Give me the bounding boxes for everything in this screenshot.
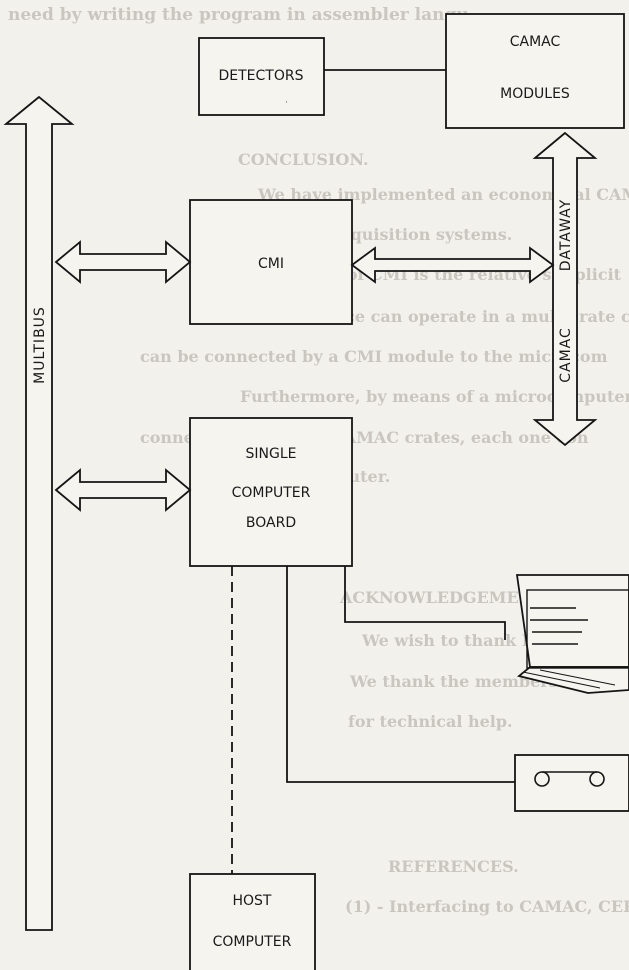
small-mark: ·: [285, 98, 288, 108]
multibus-cmi-arrow: [54, 240, 192, 284]
bg-line-14: for technical help.: [348, 712, 513, 731]
host-label-1: HOST: [233, 893, 272, 909]
scb-label-2: COMPUTER: [232, 485, 311, 501]
bg-line-7: can be connected by a CMI module to the …: [140, 347, 608, 366]
bg-line-16: (1) - Interfacing to CAMAC, CERN-NP CAMA…: [345, 897, 629, 916]
single-computer-board-block: SINGLE COMPUTER BOARD: [189, 417, 353, 567]
terminal-icon: [515, 574, 629, 694]
cassette-icon: [514, 754, 629, 812]
dataway-label: DATAWAY: [558, 199, 574, 271]
multibus-label: MULTIBUS: [32, 306, 48, 384]
camac-modules-label-1: CAMAC: [510, 34, 561, 50]
camac-modules-label-2: MODULES: [500, 86, 570, 102]
scb-label-1: SINGLE: [246, 446, 297, 462]
host-label-2: COMPUTER: [213, 934, 292, 950]
bg-line-15: REFERENCES.: [388, 857, 519, 876]
bg-line-2: CONCLUSION.: [238, 150, 369, 169]
bg-line-8: Furthermore, by means of a microcomputer: [240, 387, 629, 406]
bg-line-11: ACKNOWLEDGEMENTS.: [339, 588, 562, 607]
multibus-scb-arrow: [54, 468, 192, 512]
terminal-link: [344, 566, 506, 640]
multibus-bus: MULTIBUS: [3, 95, 75, 931]
detectors-block: DETECTORS: [198, 37, 325, 116]
cmi-dataway-arrow: [350, 246, 555, 284]
cmi-label: CMI: [258, 256, 284, 272]
scb-label-3: BOARD: [246, 515, 296, 531]
bg-line-1: need by writing the program in assembler…: [8, 5, 469, 25]
camac-modules-block: CAMAC MODULES: [445, 13, 625, 129]
cassette-link: [286, 566, 515, 783]
host-computer-block: HOST COMPUTER: [189, 873, 316, 970]
detectors-label: DETECTORS: [219, 68, 304, 84]
camac-dataway-label: CAMAC: [558, 327, 574, 383]
camac-dataway-bus: DATAWAY CAMAC: [532, 131, 598, 447]
cmi-block: CMI: [189, 199, 353, 325]
